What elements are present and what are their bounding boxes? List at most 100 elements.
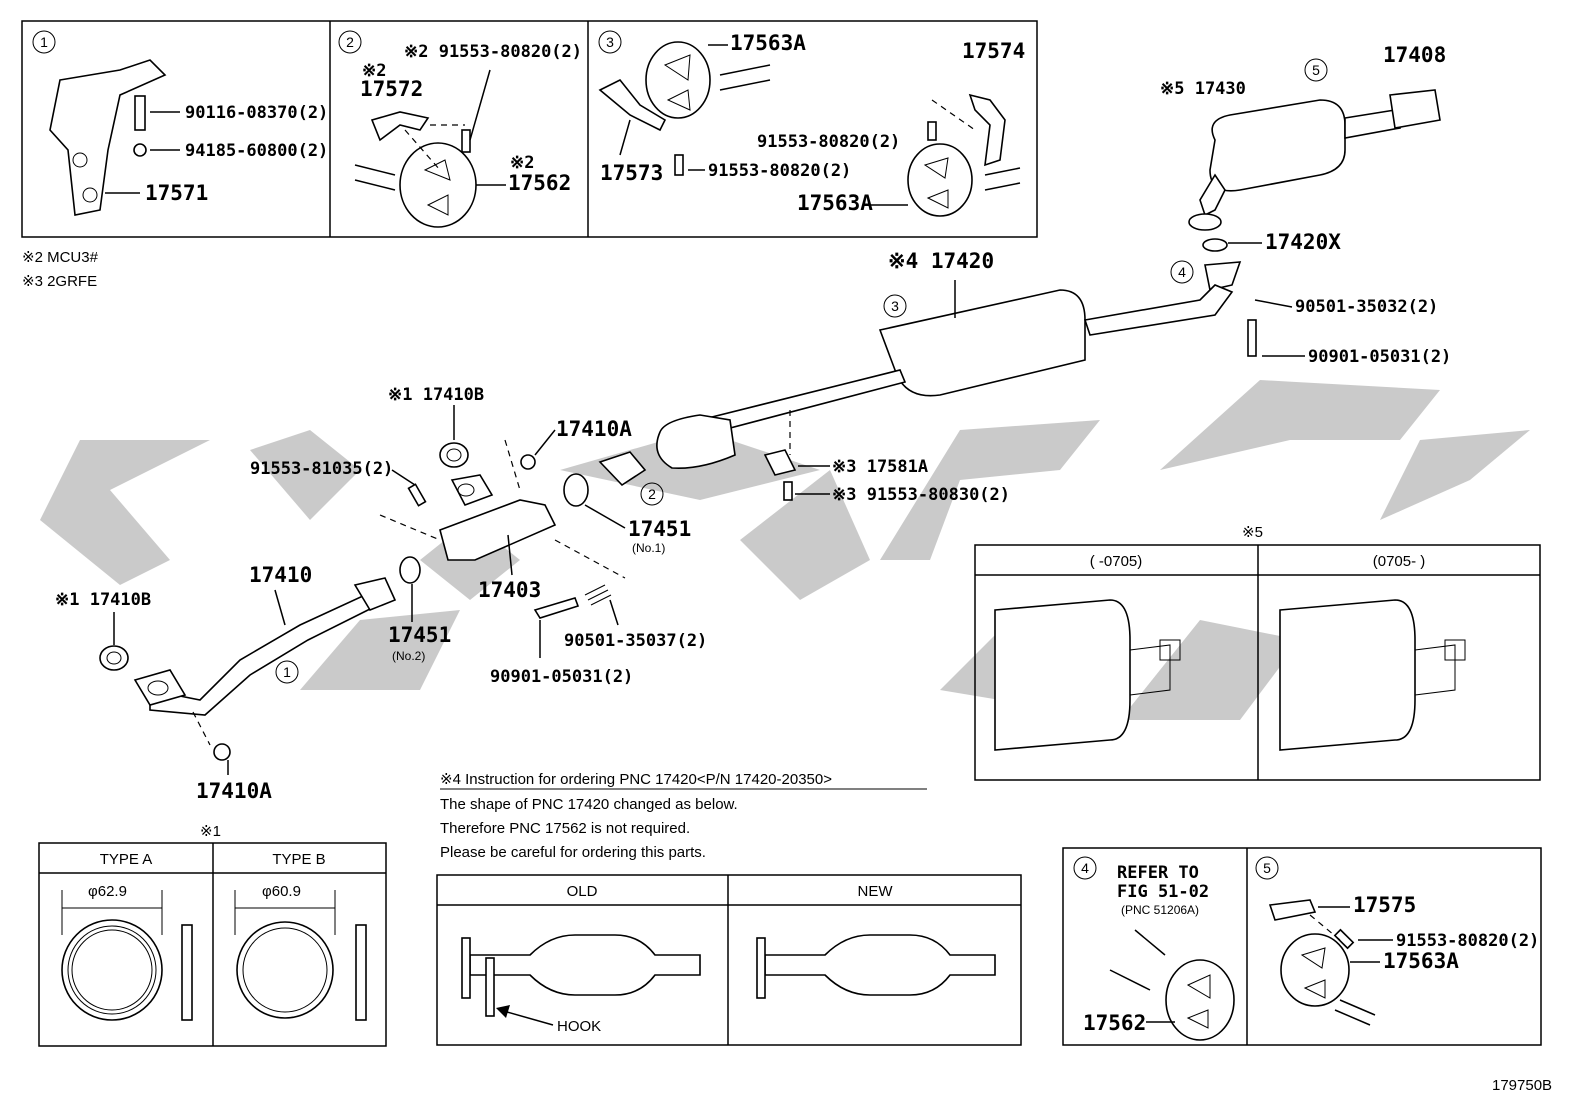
refer-label: (PNC 51206A) [1121,903,1199,917]
gasket-17420x [1202,238,1228,252]
old-hook [485,957,495,1017]
part-label: 91553-81035(2) [250,459,393,479]
refer-label: REFER TO [1117,863,1199,883]
bolt [927,121,937,141]
box3-number: 3 [606,34,614,50]
part-label: 90116-08370(2) [185,103,328,123]
muffler-inlet [1199,173,1226,217]
part-label: 17410A [556,417,632,441]
variant-mark: ※5 [1242,524,1263,541]
gasket-type-b-side [355,924,367,1021]
part-label: 17403 [478,578,541,602]
bolt [1247,319,1257,357]
tip-17408 [1389,89,1441,129]
part-label: ※4 17420 [888,249,994,273]
part-label: 17451 [628,517,691,541]
variant-col-1: ( -0705) [1090,553,1143,570]
bolt [674,154,684,176]
dia-b: φ60.9 [262,883,301,900]
part-label: 17408 [1383,43,1446,67]
variant-col-2: (0705- ) [1373,553,1426,570]
nut-17410a [520,454,536,470]
diagram-id: 179750B [1492,1077,1552,1094]
part-label: ※2 91553-80820(2) [404,42,582,62]
bracket-17572 [370,111,430,142]
top-detail-frame [21,20,1038,238]
part-label: 17562 [1083,1011,1146,1035]
muffler-new [1279,599,1416,751]
detail-box-1: 1 90116-08370(2) 94185-60800(2) 17571 [32,30,328,216]
flange [1188,213,1222,231]
nut-17410a-bottom [213,743,231,761]
detail-box-2: 2 ※2 17572 ※2 91553-80820(2) ※2 17562 [338,30,582,228]
part-label: 90901-05031(2) [1308,347,1451,367]
gasket-table: ※1 TYPE A TYPE B φ62.9 φ60.9 [38,823,387,1047]
flange-17403 [450,474,494,506]
col-old: OLD [567,883,598,900]
part-label: 90901-05031(2) [490,667,633,687]
part-label: 17573 [600,161,663,185]
part-label: 17451 [388,623,451,647]
detail-box-5: 5 17575 91553-80820(2) 17563A [1255,856,1539,1026]
instruction-title: ※4 Instruction for ordering PNC 17420<P/… [440,771,832,788]
part-label: 91553-80820(2) [757,132,900,152]
gasket-17410b-left [99,645,129,671]
bottom-detail-frame [1062,847,1542,1046]
gasket-17410b [439,442,469,468]
circle-4: 4 [1178,264,1186,280]
bolt [1333,928,1355,950]
part-label: 17572 [360,77,423,101]
part-label: 90501-35037(2) [564,631,707,651]
muffler-old [994,599,1131,751]
gasket-type-a [61,919,163,1021]
legend-note-3: ※3 2GRFE [22,273,97,290]
bolt [533,597,580,619]
part-label: 17563A [1383,949,1459,973]
nut [133,143,147,157]
bracket-17581a [763,449,797,476]
circle-3: 3 [891,298,899,314]
part-label: 91553-80820(2) [1396,931,1539,951]
hanger-17563a [645,41,711,119]
part-label: ※3 17581A [832,457,928,477]
part-label: 17562 [508,171,571,195]
gasket-mark: ※1 [200,823,221,840]
col-new: NEW [858,883,894,900]
box4-number: 4 [1081,860,1089,876]
hanger-17562 [1165,959,1235,1041]
hanger-17563a [1280,933,1350,1007]
hook-label: HOOK [557,1018,601,1035]
new-pipe [764,934,996,996]
refer-label: FIG 51-02 [1117,882,1209,902]
detail-box-3: 3 17563A 17573 91553-80820(2) 17574 9155… [598,30,1025,217]
pipe-17420 [1083,284,1234,336]
dia-a: φ62.9 [88,883,127,900]
type-b: TYPE B [272,851,325,868]
bolt [407,483,427,507]
old-flange [461,937,471,999]
flange-17410-front [133,669,187,706]
new-flange [756,937,766,999]
instruction-line: Therefore PNC 17562 is not required. [440,820,690,837]
circle-1: 1 [283,664,291,680]
part-label: 17571 [145,181,208,205]
bracket-17571 [49,59,167,216]
flange-17410 [353,577,397,611]
pipe-17403 [439,499,557,561]
box1-number: 1 [40,34,48,50]
old-pipe [469,934,701,996]
instruction-line: The shape of PNC 17420 changed as below. [440,796,738,813]
muffler-section: ※5 17430 5 17408 17420X 4 90501-35032(2)… [656,43,1451,470]
part-label: ※3 91553-80830(2) [832,485,1010,505]
part-label: 17420X [1265,230,1341,254]
box2-number: 2 [346,34,354,50]
part-label: ※1 17410B [55,590,151,610]
part-label: 90501-35032(2) [1295,297,1438,317]
instruction-block: ※4 Instruction for ordering PNC 17420<P/… [436,771,1022,1046]
part-label: 17575 [1353,893,1416,917]
hanger-17563a [907,143,973,217]
part-sub-label: (No.2) [392,649,425,663]
stud-bolt [134,95,146,131]
part-label: 17410 [249,563,312,587]
gasket-type-b [236,921,334,1019]
